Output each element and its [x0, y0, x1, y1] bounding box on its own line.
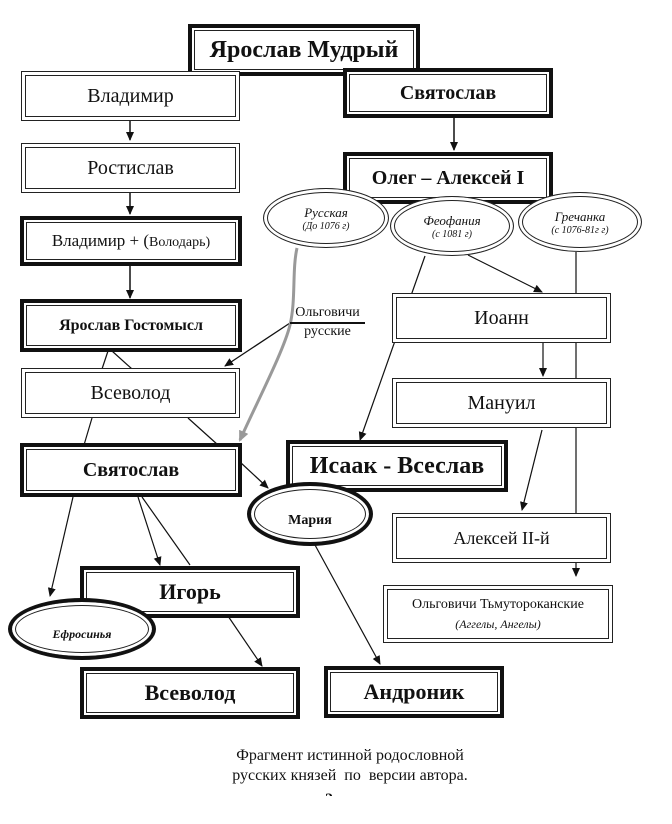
page-number-fragment: 2	[325, 790, 339, 796]
ellipse-name: Ефросинья	[52, 626, 112, 641]
grey-arrow-russkaya-svyatoslav	[238, 247, 299, 442]
node-label: Святослав	[82, 458, 180, 481]
node-label: Владимир + (Володарь)	[52, 231, 210, 251]
arrow-manuil-aleksey-ii	[520, 429, 543, 511]
arrow-svyatoslav-efrosinya	[47, 496, 74, 597]
ellipse-note: (До 1076 г)	[302, 220, 350, 232]
arrow-feofania-isaak	[358, 255, 426, 441]
node-andronik: Андроник	[324, 666, 504, 718]
node-olgovichi-tmutarakan: Ольговичи Тьмутороканские (Аггелы, Ангел…	[383, 585, 613, 643]
node-yaroslav-mudry: Ярослав Мудрый	[188, 24, 420, 76]
node-label: Алексей II-й	[453, 527, 550, 548]
line-gostomysl-vsevolod-1	[101, 350, 109, 370]
node-label: Святослав	[399, 81, 497, 104]
node-label-small: Володарь)	[149, 235, 211, 250]
ellipse-grechanka: Гречанка (с 1076-81г г)	[518, 192, 642, 252]
arrow-maria-andronik	[314, 544, 381, 665]
annotation-top: Ольговичи	[295, 305, 360, 320]
ellipse-name: Феофания	[423, 212, 481, 228]
node-label: Олег – Алексей I	[371, 166, 525, 189]
line-gostomysl-vsevolod-2	[111, 350, 133, 370]
node-vladimir: Владимир	[21, 71, 240, 121]
ellipse-note: (с 1081 г)	[432, 228, 472, 240]
ellipse-name: Гречанка	[554, 208, 606, 224]
ellipse-feofania: Феофания (с 1081 г)	[390, 196, 514, 256]
node-label: Иоанн	[474, 306, 529, 329]
node-label: Ольговичи Тьмутороканские	[412, 596, 584, 612]
node-manuil: Мануил	[392, 378, 611, 428]
ellipse-russkaya: Русская (До 1076 г)	[263, 188, 389, 248]
node-vsevolod-bottom: Всеволод	[80, 667, 300, 719]
ellipse-efrosinya: Ефросинья	[8, 598, 156, 660]
line-vsevolod-svyatoslav-1	[83, 417, 93, 446]
node-label: Всеволод	[144, 680, 236, 705]
arrow-olgovichi-vsevolod	[224, 322, 291, 367]
ellipse-name: Мария	[288, 513, 332, 528]
node-yaroslav-gostomysl: Ярослав Гостомысл	[20, 299, 242, 352]
node-label: Андроник	[363, 679, 465, 704]
arrow-svyatoslav-igor	[137, 496, 162, 566]
node-label: Мануил	[467, 391, 536, 414]
arrow-svyatoslav-maria	[239, 461, 269, 489]
annotation-olgovichi-russkie: Ольговичи русские	[290, 303, 365, 341]
node-label: Всеволод	[90, 381, 171, 404]
node-rostislav: Ростислав	[21, 143, 240, 193]
node-label: Исаак - Всеслав	[309, 452, 485, 479]
node-label-main: Владимир + (	[51, 231, 150, 250]
node-label: Ростислав	[87, 156, 174, 179]
annotation-bottom: русские	[304, 324, 351, 339]
diagram-caption: Фрагмент истинной родословной русских кн…	[200, 746, 500, 786]
caption-line-2: русских князей по версии автора.	[232, 767, 468, 784]
node-label: Владимир	[87, 84, 174, 107]
node-ioann: Иоанн	[392, 293, 611, 343]
caption-line-1: Фрагмент истинной родословной	[236, 747, 464, 764]
line-svyatoslav-igor-2	[141, 496, 191, 566]
node-vsevolod-mid: Всеволод	[21, 368, 240, 418]
node-label: Игорь	[159, 579, 221, 604]
node-label: Ярослав Мудрый	[209, 36, 399, 63]
node-svyatoslav-mid: Святослав	[20, 443, 242, 497]
node-vladimir-volodar: Владимир + (Володарь)	[20, 216, 242, 266]
ellipse-note: (с 1076-81г г)	[551, 224, 609, 236]
ellipse-maria: Мария	[247, 482, 373, 546]
ellipse-name: Русская	[304, 204, 348, 220]
node-aleksey-ii: Алексей II-й	[392, 513, 611, 563]
node-label: Ярослав Гостомысл	[59, 316, 203, 334]
arrow-feofania-ioann	[467, 254, 543, 293]
node-sublabel: (Аггелы, Ангелы)	[455, 616, 541, 631]
line-vsevolod-svyatoslav-2	[187, 417, 219, 446]
page-number: 2	[325, 791, 333, 796]
node-svyatoslav-top: Святослав	[343, 68, 553, 118]
arrow-igor-vsevolod	[227, 615, 263, 667]
